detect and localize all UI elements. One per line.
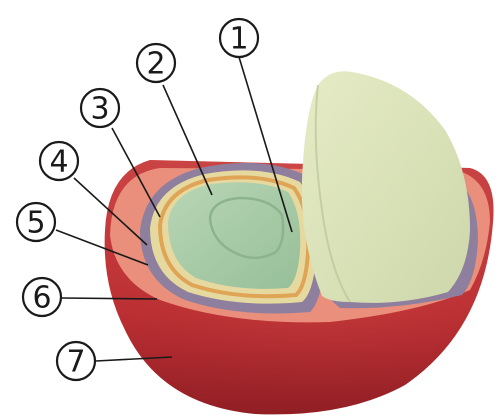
- callout-3: 3: [81, 89, 119, 127]
- callout-7: 7: [57, 342, 95, 380]
- callout-7-label: 7: [66, 345, 85, 380]
- callout-5: 5: [17, 203, 55, 241]
- callout-3-label: 3: [90, 92, 109, 127]
- callout-6: 6: [23, 278, 61, 316]
- callout-5-label: 5: [26, 206, 45, 241]
- callout-4-label: 4: [49, 145, 68, 180]
- callout-6-label: 6: [32, 281, 51, 316]
- callout-2: 2: [137, 44, 175, 82]
- leader-line-6: [62, 298, 157, 299]
- bean-half-cut: [302, 71, 470, 303]
- callout-4: 4: [40, 142, 78, 180]
- callout-2-label: 2: [146, 47, 165, 82]
- callout-1: 1: [220, 19, 258, 57]
- callout-1-label: 1: [229, 22, 248, 57]
